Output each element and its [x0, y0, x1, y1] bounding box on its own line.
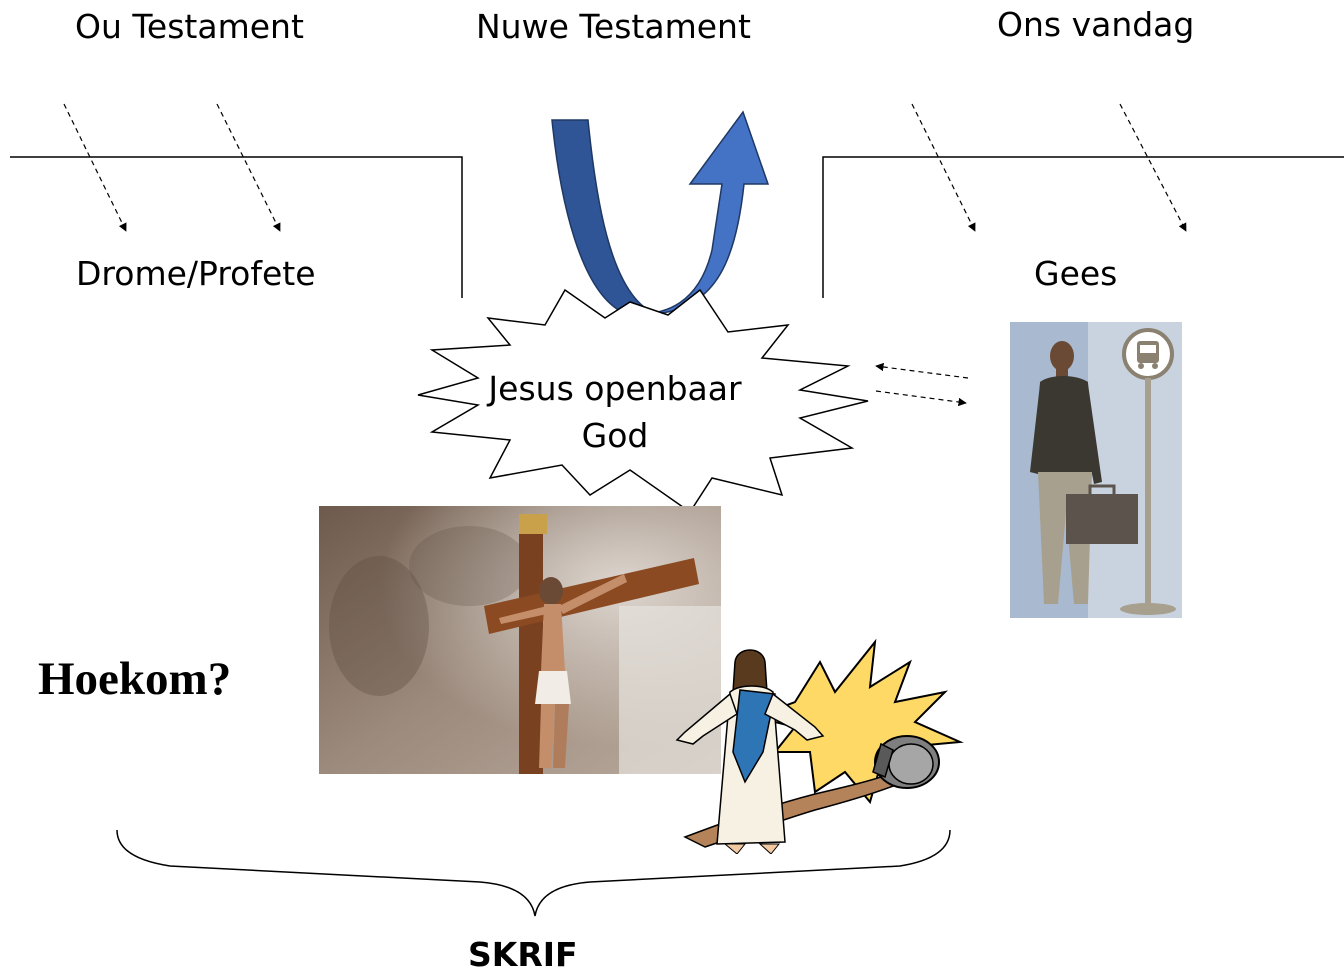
spirit-arrow-2	[1119, 103, 1187, 232]
why-question: Hoekom?	[38, 653, 232, 705]
scripture-brace	[116, 829, 951, 917]
spirit-arrow-1	[911, 103, 976, 232]
era-old-testament: Ou Testament	[75, 7, 304, 46]
dreams-prophets-label: Drome/Profete	[76, 254, 316, 293]
u-turn-arrow	[551, 110, 770, 316]
dream-arrow-2	[216, 103, 281, 232]
dialog-arrow-out	[875, 390, 967, 407]
today-boundary-line	[822, 156, 1344, 298]
old-testament-boundary-line	[10, 156, 463, 298]
burst-line-2: God	[581, 416, 649, 455]
era-today: Ons vandag	[997, 5, 1195, 44]
burst-text: Jesus openbaar God	[470, 365, 760, 459]
person-at-bus-stop-clipart	[1010, 322, 1182, 618]
dialog-arrow-in	[875, 362, 969, 379]
burst-line-1: Jesus openbaar	[488, 369, 742, 408]
crucifix-photo	[319, 506, 721, 774]
dream-arrow-1	[63, 103, 127, 232]
risen-christ-clipart	[645, 632, 965, 854]
spirit-label: Gees	[1034, 254, 1118, 293]
revelation-burst	[417, 288, 869, 514]
scripture-label: SKRIF	[468, 935, 578, 974]
bus-stop-icon	[1120, 328, 1176, 615]
era-new-testament: Nuwe Testament	[476, 7, 751, 46]
